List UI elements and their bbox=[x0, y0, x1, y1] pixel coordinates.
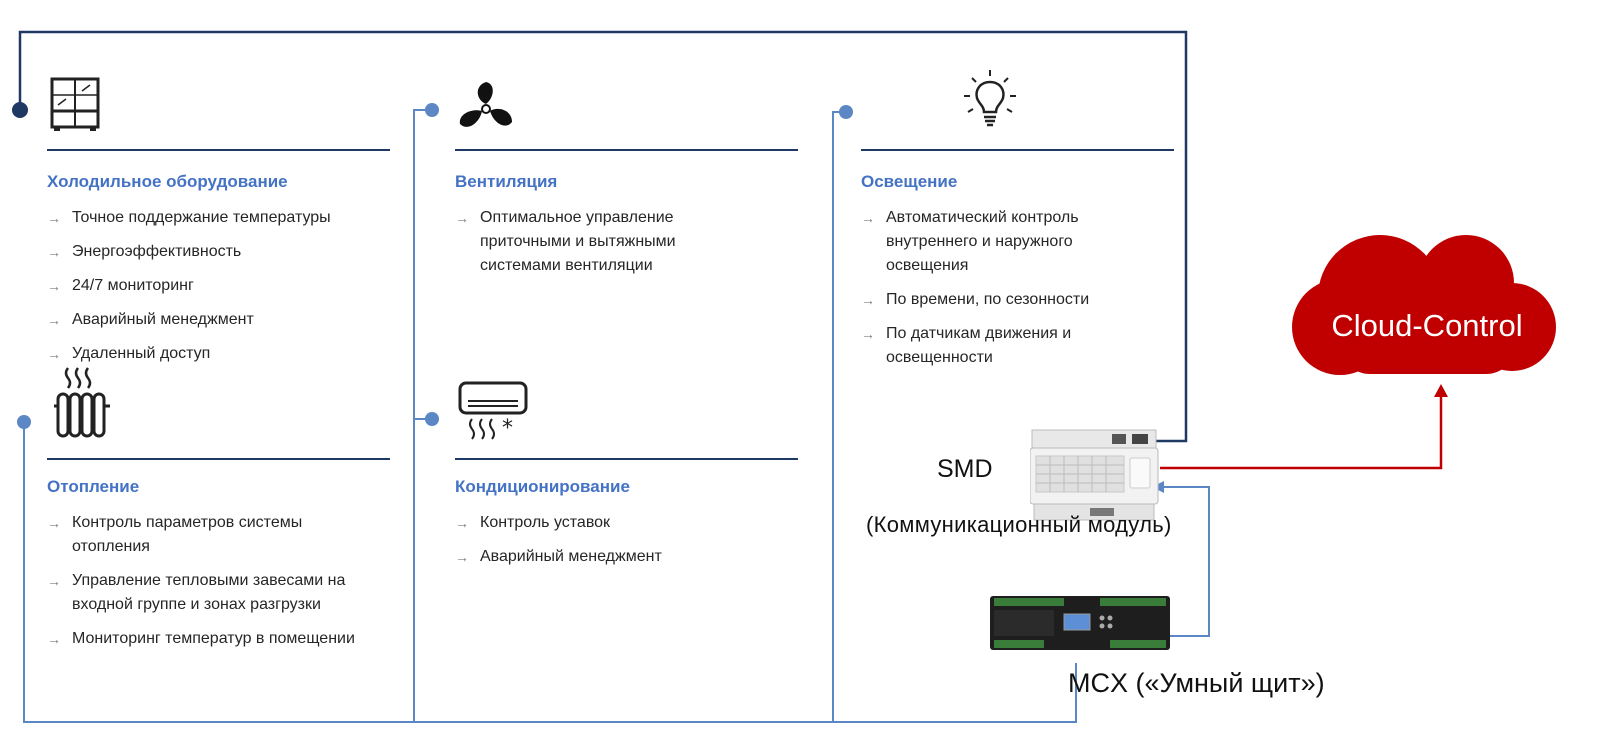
divider-heating bbox=[47, 458, 390, 460]
refrigeration-title: Холодильное оборудование bbox=[47, 172, 288, 191]
list-item: →Аварийный менеджмент bbox=[455, 545, 775, 569]
arrow-right-icon: → bbox=[47, 346, 61, 362]
list-item: →Мониторинг температур в помещении bbox=[47, 627, 367, 651]
ac-title: Кондиционирование bbox=[455, 477, 630, 496]
list-item: →По времени, по сезонности bbox=[861, 288, 1121, 312]
cloud-icon bbox=[1292, 235, 1556, 375]
ac-list: →Контроль уставок →Аварийный менеджмент bbox=[455, 511, 775, 579]
heating-title: Отопление bbox=[47, 477, 140, 496]
blue-dot-lighting bbox=[839, 105, 853, 119]
display-case-icon bbox=[50, 77, 100, 131]
lighting-title: Освещение bbox=[861, 172, 958, 191]
air-conditioner-icon: * bbox=[458, 381, 528, 441]
mcx-to-smd-line bbox=[1162, 486, 1210, 637]
radiator-icon bbox=[54, 367, 110, 438]
blue-left-branch bbox=[23, 422, 1077, 723]
red-connector-line bbox=[1160, 395, 1443, 470]
list-item: →Контроль параметров системы отопления bbox=[47, 511, 367, 559]
arrow-right-icon: → bbox=[47, 210, 61, 226]
arrow-right-icon: → bbox=[861, 292, 875, 308]
divider-ac bbox=[455, 458, 798, 460]
arrow-right-icon: → bbox=[47, 515, 61, 531]
divider-lighting bbox=[861, 149, 1174, 151]
heating-list: →Контроль параметров системы отопления →… bbox=[47, 511, 367, 661]
fan-icon bbox=[459, 82, 512, 127]
svg-text:*: * bbox=[502, 416, 513, 441]
refrigeration-list: →Точное поддержание температуры →Энергоэ… bbox=[47, 206, 387, 376]
arrow-right-icon: → bbox=[47, 573, 61, 589]
smd-device-image bbox=[1030, 429, 1159, 521]
arrow-right-icon: → bbox=[455, 549, 469, 565]
red-arrowhead bbox=[1434, 384, 1448, 397]
arrow-right-icon: → bbox=[861, 210, 875, 226]
list-item: →Управление тепловыми завесами на входно… bbox=[47, 569, 367, 617]
divider-ventilation bbox=[455, 149, 798, 151]
smd-description: (Коммуникационный модуль) bbox=[866, 512, 1172, 537]
blue-dot-heating bbox=[17, 415, 31, 429]
blue-dot-ac bbox=[425, 412, 439, 426]
ventilation-list: →Оптимальное управление приточными и выт… bbox=[455, 206, 725, 288]
list-item: →Удаленный доступ bbox=[47, 342, 387, 366]
list-item: →Аварийный менеджмент bbox=[47, 308, 387, 332]
arrow-right-icon: → bbox=[47, 631, 61, 647]
arrow-right-icon: → bbox=[47, 278, 61, 294]
blue-dot-ventilation bbox=[425, 103, 439, 117]
arrow-right-icon: → bbox=[455, 515, 469, 531]
list-item: →Оптимальное управление приточными и выт… bbox=[455, 206, 725, 278]
divider-refrigeration bbox=[47, 149, 390, 151]
list-item: →24/7 мониторинг bbox=[47, 274, 387, 298]
smd-label: SMD bbox=[937, 455, 993, 483]
arrow-right-icon: → bbox=[47, 244, 61, 260]
navy-connector-dot bbox=[12, 102, 28, 118]
list-item: →Точное поддержание температуры bbox=[47, 206, 387, 230]
list-item: →Энергоэффективность bbox=[47, 240, 387, 264]
arrow-right-icon: → bbox=[455, 210, 469, 226]
list-item: →По датчикам движения и освещенности bbox=[861, 322, 1121, 370]
arrow-right-icon: → bbox=[861, 326, 875, 342]
ventilation-title: Вентиляция bbox=[455, 172, 558, 191]
mcx-label: MCX («Умный щит») bbox=[1068, 668, 1325, 698]
list-item: →Автоматический контроль внутреннего и н… bbox=[861, 206, 1121, 278]
light-bulb-icon bbox=[964, 70, 1016, 127]
mcx-device-image bbox=[990, 596, 1170, 650]
navy-connector-line bbox=[18, 30, 1188, 443]
arrow-right-icon: → bbox=[47, 312, 61, 328]
lighting-list: →Автоматический контроль внутреннего и н… bbox=[861, 206, 1121, 380]
list-item: →Контроль уставок bbox=[455, 511, 775, 535]
cloud-control-label: Cloud-Control bbox=[1331, 308, 1523, 343]
blue-right-branch bbox=[832, 111, 846, 722]
